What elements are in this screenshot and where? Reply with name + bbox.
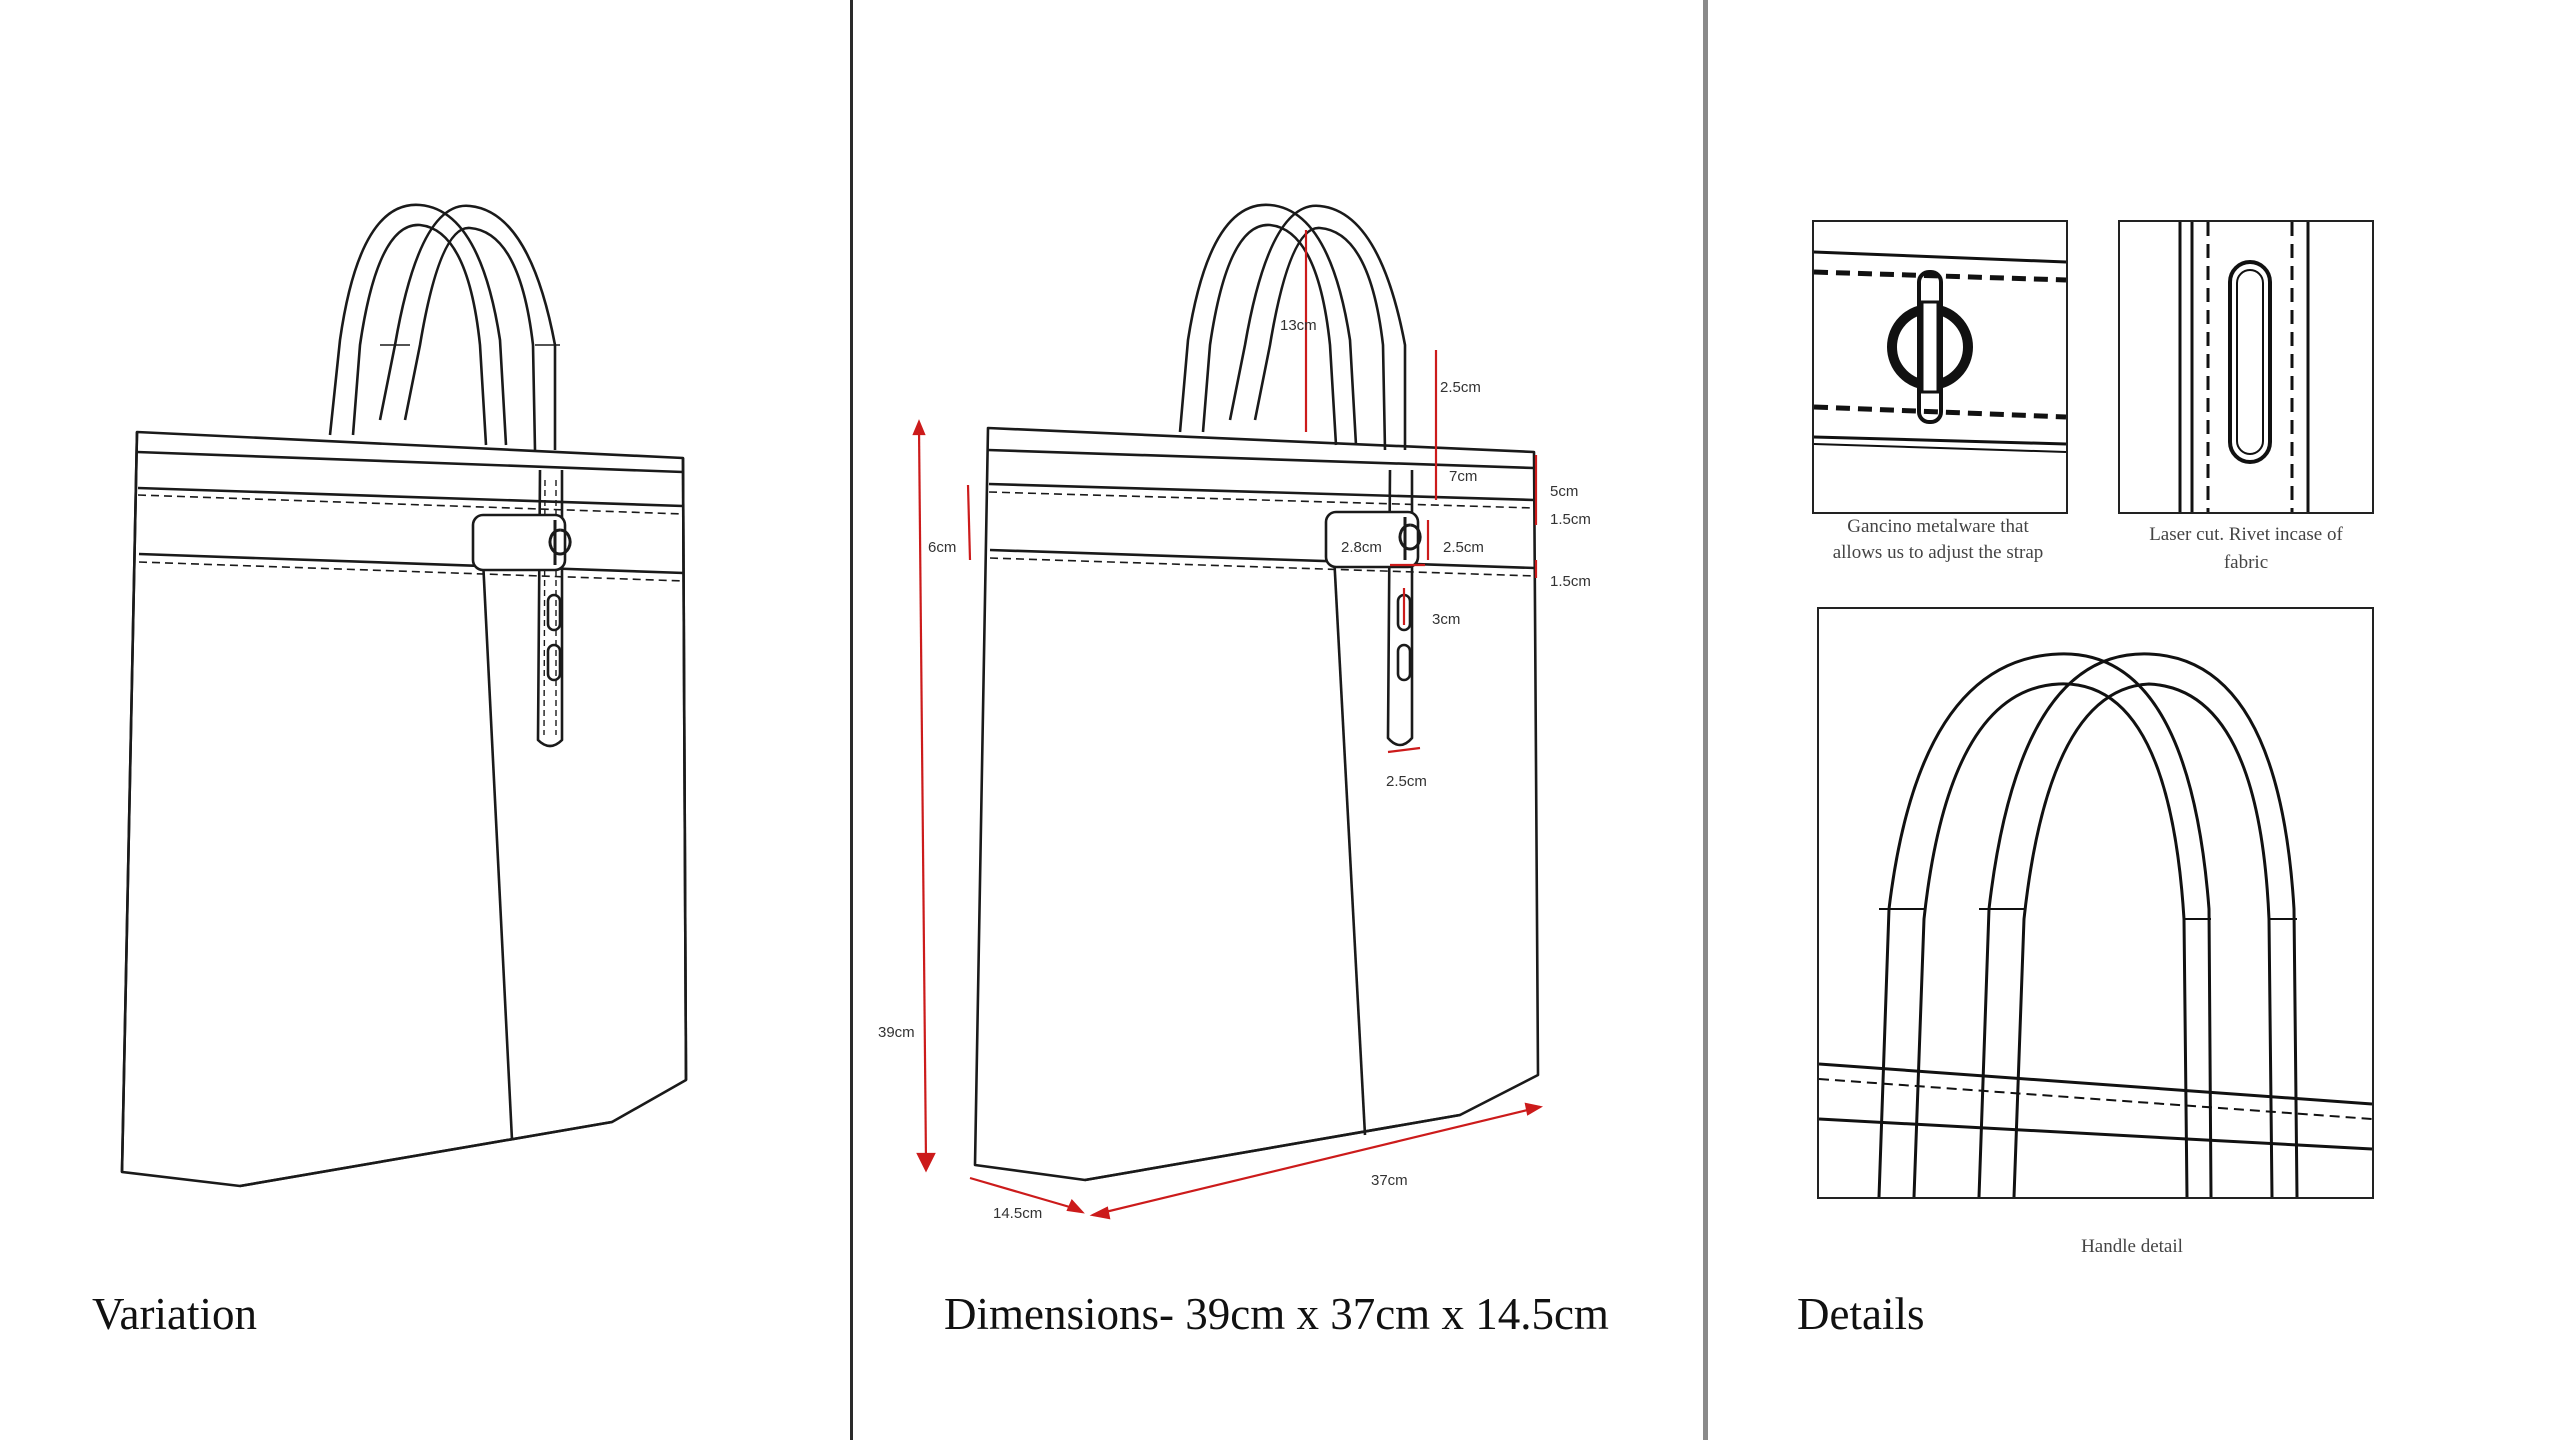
- dim-band-5: 5cm: [1550, 483, 1578, 500]
- dim-depth: 14.5cm: [993, 1205, 1042, 1222]
- laser-cut-sketch: [2178, 222, 2310, 512]
- handle-detail-image: [1817, 607, 2374, 1199]
- dim-width: 37cm: [1371, 1172, 1408, 1189]
- dim-slot: 3cm: [1432, 611, 1460, 628]
- caption-gancino-line2: allows us to adjust the strap: [1833, 542, 2044, 563]
- caption-laser-line1: Laser cut. Rivet incase of: [2149, 524, 2343, 545]
- panel-title-details: Details: [1797, 1289, 1925, 1339]
- panel-title-dimensions: Dimensions- 39cm x 37cm x 14.5cm: [944, 1289, 1609, 1339]
- dim-height: 39cm: [878, 1024, 915, 1041]
- gancino-detail-image: [1812, 220, 2068, 514]
- panel-title-variation: Variation: [92, 1289, 257, 1339]
- gancino-detail-sketch: [1814, 250, 2066, 453]
- dim-strap-width: 2.5cm: [1386, 773, 1427, 790]
- dim-buckle-w: 2.8cm: [1341, 539, 1382, 556]
- caption-laser-line2: fabric: [2224, 552, 2268, 573]
- dim-band-15b: 1.5cm: [1550, 573, 1591, 590]
- laser-cut-detail-image: [2118, 220, 2374, 514]
- dim-strap-top: 7cm: [1449, 468, 1477, 485]
- caption-gancino-line1: Gancino metalware that: [1847, 516, 2029, 537]
- panel-divider-left: [850, 0, 853, 1440]
- caption-handle-detail: Handle detail: [2081, 1236, 2183, 1257]
- dim-buckle-h: 2.5cm: [1443, 539, 1484, 556]
- dim-handle-base: 2.5cm: [1440, 379, 1481, 396]
- dim-handle-height: 13cm: [1280, 317, 1317, 334]
- dim-band-15a: 1.5cm: [1550, 511, 1591, 528]
- panel-divider-right: [1703, 0, 1708, 1440]
- handle-detail-sketch: [1819, 652, 2372, 1197]
- dim-side-6: 6cm: [928, 539, 956, 556]
